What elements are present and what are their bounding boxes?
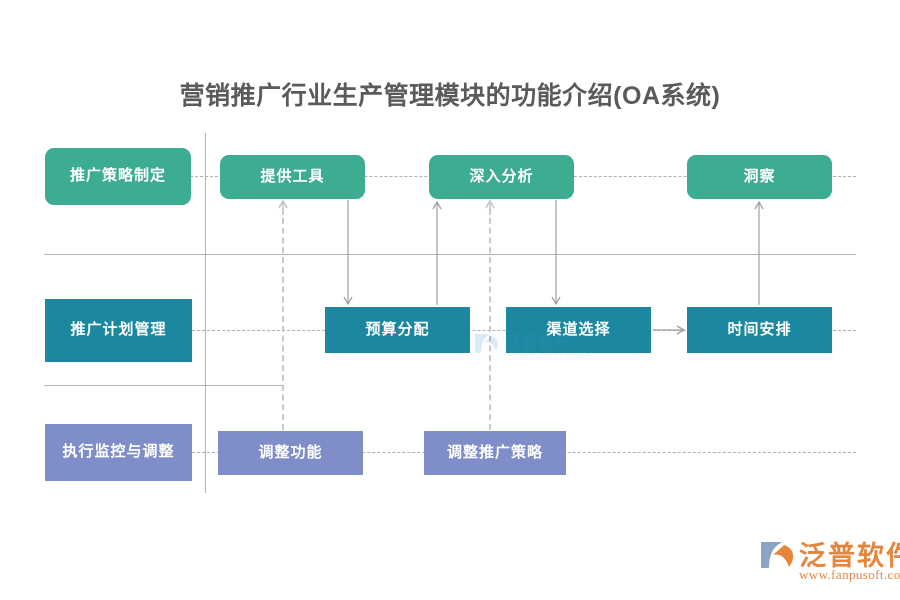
dashed-connector-analysis [489, 208, 491, 430]
node-推广计划管理[interactable]: 推广计划管理 [45, 299, 192, 362]
node-渠道选择[interactable]: 渠道选择 [506, 307, 651, 353]
node-深入分析[interactable]: 深入分析 [429, 155, 574, 199]
guide-line-row1-row2 [44, 254, 856, 255]
node-预算分配[interactable]: 预算分配 [325, 307, 470, 353]
dashed-connector-tools [282, 208, 284, 430]
brand-logo: 泛普软件 www.fanpusoft.com [757, 534, 900, 586]
guide-line-row2-row3 [44, 385, 284, 386]
logo-url: www.fanpusoft.com [799, 567, 900, 582]
node-执行监控与调整[interactable]: 执行监控与调整 [45, 424, 192, 481]
watermark-logo-icon [475, 334, 499, 353]
node-调整功能[interactable]: 调整功能 [218, 431, 363, 475]
node-洞察[interactable]: 洞察 [687, 155, 832, 199]
fanpu-logo-icon [761, 542, 794, 568]
logo-name: 泛普软件 [799, 541, 900, 571]
node-调整推广策略[interactable]: 调整推广策略 [424, 431, 566, 475]
node-推广策略制定[interactable]: 推广策略制定 [45, 148, 191, 205]
guide-line-vertical-axis [205, 133, 206, 493]
page-title: 营销推广行业生产管理模块的功能介绍(OA系统) [179, 82, 721, 110]
node-提供工具[interactable]: 提供工具 [220, 155, 365, 199]
node-时间安排[interactable]: 时间安排 [687, 307, 832, 353]
